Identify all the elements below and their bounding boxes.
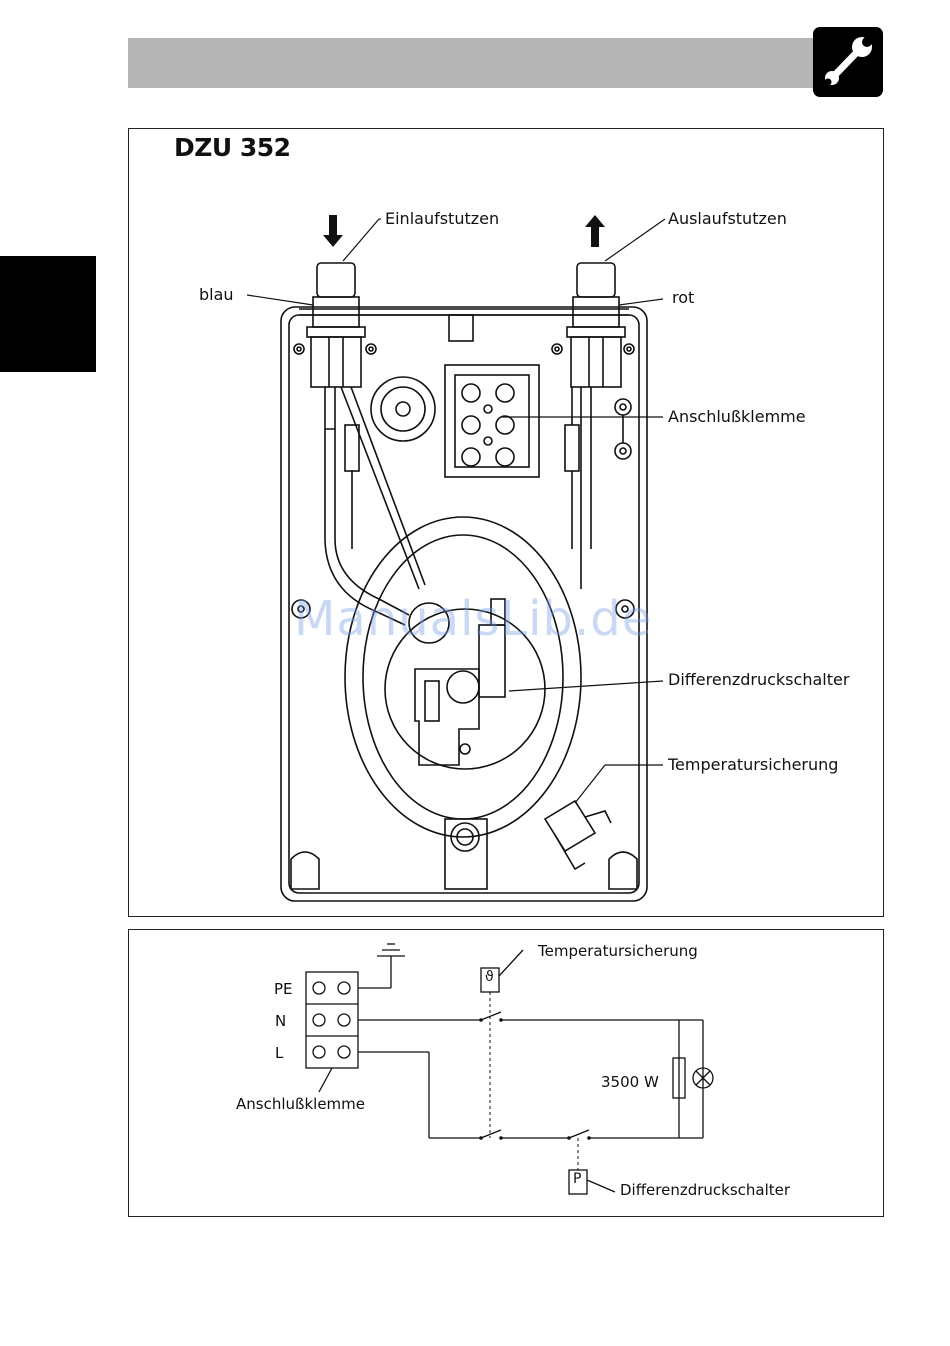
pressure-switch-symbol: P	[573, 1171, 581, 1187]
pressure-switch-label: Differenzdruckschalter	[668, 670, 849, 689]
terminal-l: L	[275, 1044, 283, 1062]
terminal-label: Anschlußklemme	[668, 407, 806, 426]
power-rating: 3500 W	[601, 1073, 659, 1091]
outlet-label: Auslaufstutzen	[668, 209, 787, 228]
device-drawing-panel: DZU 352	[128, 128, 884, 917]
thermal-fuse-label: Temperatursicherung	[538, 942, 698, 960]
inlet-label: Einlaufstutzen	[385, 209, 499, 228]
wiring-diagram-panel: PE N L Anschlußklemme Temperatursicherun…	[128, 929, 884, 1217]
section-tab	[0, 256, 96, 372]
watermark: ManualsLib.de	[294, 591, 652, 647]
pressure-switch-label: Differenzdruckschalter	[620, 1181, 790, 1199]
device-drawing	[129, 129, 885, 918]
wrench-icon	[813, 27, 883, 97]
thermal-fuse-symbol: ϑ	[485, 969, 494, 985]
thermal-fuse-label: Temperatursicherung	[668, 755, 838, 774]
terminal-n: N	[275, 1012, 286, 1030]
blue-label: blau	[199, 285, 234, 304]
terminal-block-label: Anschlußklemme	[236, 1095, 365, 1113]
wiring-diagram	[129, 930, 885, 1218]
header-bar	[128, 38, 814, 88]
terminal-pe: PE	[274, 980, 293, 998]
red-label: rot	[672, 288, 694, 307]
